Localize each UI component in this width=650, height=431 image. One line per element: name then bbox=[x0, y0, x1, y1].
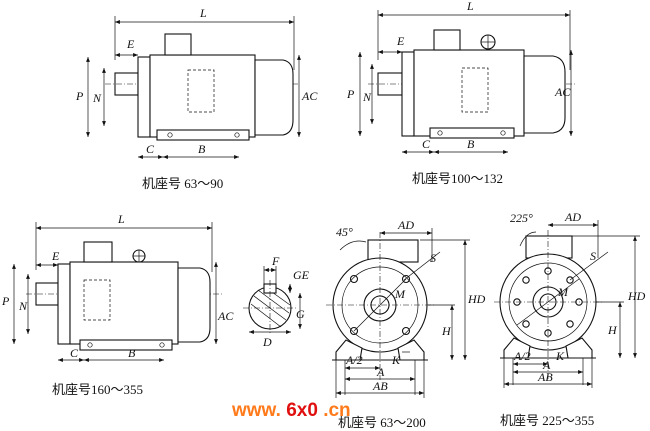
dim-n: N bbox=[18, 299, 28, 313]
watermark-brand: 6x0 bbox=[286, 400, 318, 421]
dim-a: A bbox=[376, 365, 385, 379]
caption-63-90: 机座号 63～90 bbox=[142, 176, 223, 191]
dim-e: E bbox=[396, 34, 405, 48]
dim-n: N bbox=[92, 91, 102, 105]
dim-l: L bbox=[466, 0, 474, 13]
dim-l: L bbox=[117, 212, 125, 226]
caption-100-132: 机座号100～132 bbox=[412, 171, 503, 186]
caption-63-200: 机座号 63～200 bbox=[338, 415, 426, 430]
dim-f: F bbox=[271, 254, 280, 268]
end-view-63-200: 45° AD S M HD H A/2 K A AB 机座号 63～200 bbox=[326, 218, 486, 430]
dim-a: A bbox=[542, 358, 551, 372]
dim-s: S bbox=[590, 249, 596, 263]
dim-n: N bbox=[362, 90, 372, 104]
dim-g: G bbox=[296, 307, 305, 321]
dim-h: H bbox=[607, 323, 618, 337]
watermark-www: www. bbox=[231, 400, 281, 421]
dim-c: C bbox=[70, 346, 79, 360]
dim-b: B bbox=[198, 142, 206, 156]
dim-p: P bbox=[346, 87, 355, 101]
dim-e: E bbox=[51, 249, 60, 263]
dim-ac: AC bbox=[217, 309, 234, 323]
caption-160-355: 机座号160～355 bbox=[52, 382, 143, 397]
side-view-100-132: L E P N AC C B 机座号100～132 bbox=[346, 0, 575, 186]
dim-ac: AC bbox=[554, 85, 571, 99]
dim-a-half: A/2 bbox=[513, 349, 531, 363]
caption-225-355: 机座号 225～355 bbox=[500, 413, 594, 428]
dim-h: H bbox=[441, 324, 452, 338]
dim-b: B bbox=[467, 137, 475, 151]
dim-c: C bbox=[146, 142, 155, 156]
dim-ad: AD bbox=[564, 210, 581, 224]
dim-ac: AC bbox=[301, 89, 318, 103]
dim-hd: HD bbox=[627, 289, 646, 303]
dim-ab: AB bbox=[372, 379, 388, 393]
dim-b: B bbox=[128, 346, 136, 360]
dim-ab: AB bbox=[537, 370, 553, 384]
dim-p: P bbox=[75, 89, 84, 103]
side-view-63-90: L E P N AC C B 机座号 63～90 bbox=[75, 6, 318, 191]
shaft-section: F GE G D bbox=[243, 254, 310, 349]
dim-l: L bbox=[199, 6, 207, 20]
end-view-225-355: 225° AD S M HD H A/2 K A AB 机座号 225～355 bbox=[494, 210, 646, 428]
dim-angle: 45° bbox=[336, 225, 353, 239]
dim-m: M bbox=[394, 287, 406, 301]
watermark: www. 6x0 .cn bbox=[231, 400, 351, 421]
dim-a-half: A/2 bbox=[345, 353, 363, 367]
side-view-160-355: L E P N AC C B 机座号160～355 bbox=[1, 212, 234, 397]
dim-c: C bbox=[422, 137, 431, 151]
dim-p: P bbox=[1, 294, 10, 308]
dim-m: M bbox=[557, 285, 569, 299]
dim-s: S bbox=[430, 251, 436, 265]
dim-hd: HD bbox=[467, 292, 486, 306]
dim-k: K bbox=[391, 353, 401, 367]
dim-e: E bbox=[126, 37, 135, 51]
dim-ge: GE bbox=[293, 268, 310, 282]
dim-k: K bbox=[555, 349, 565, 363]
watermark-tld: .cn bbox=[323, 400, 350, 421]
dim-ad: AD bbox=[397, 218, 414, 232]
dim-d: D bbox=[262, 335, 272, 349]
dim-angle: 225° bbox=[510, 211, 533, 225]
